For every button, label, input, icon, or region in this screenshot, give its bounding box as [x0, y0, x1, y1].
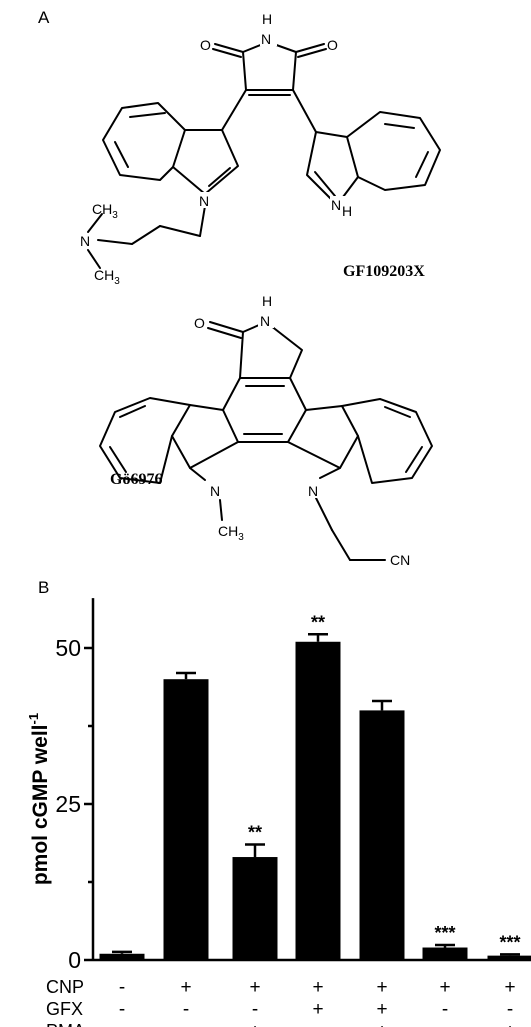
- treatment-sign: +: [180, 977, 191, 998]
- significance-7: ***: [499, 932, 520, 952]
- treatment-sign: +: [249, 977, 260, 998]
- treatment-sign: -: [119, 999, 125, 1020]
- significance-4: **: [311, 612, 325, 632]
- atom-o-left: O: [200, 37, 211, 53]
- panel-a-label: A: [38, 8, 50, 27]
- go6976-structure: O N H N N CH3 CN: [99, 293, 433, 568]
- significance-3: **: [248, 823, 262, 843]
- atom-h-lactam: H: [262, 293, 272, 309]
- bar-3: [232, 857, 278, 960]
- treatment-sign: -: [442, 1021, 448, 1027]
- significance-6: ***: [434, 923, 455, 943]
- atom-cn: CN: [390, 552, 410, 568]
- treatment-sign: +: [504, 1021, 515, 1027]
- treatment-label-1: CNP: [46, 977, 84, 997]
- y-axis-label: pmol cGMP well-1: [26, 713, 52, 885]
- atom-h-maleimide: H: [262, 11, 272, 27]
- treatment-sign: -: [252, 999, 258, 1020]
- treatment-sign: +: [376, 999, 387, 1020]
- bar-2: [163, 679, 209, 960]
- treatment-sign: +: [312, 999, 323, 1020]
- bar-5: [359, 710, 405, 960]
- y-tick-label-0: 0: [68, 947, 81, 973]
- treatment-sign: -: [119, 977, 125, 998]
- molecule-1-name: GF109203X: [343, 263, 425, 280]
- treatment-label-3: PMA: [46, 1021, 85, 1027]
- atom-h-indole-right: H: [342, 203, 352, 219]
- gf109203x-structure: N H O O N N H N CH3 CH3: [80, 11, 441, 287]
- panel-b-label: B: [38, 578, 50, 597]
- atom-n-right: N: [308, 483, 318, 499]
- treatment-sign: -: [315, 1021, 321, 1027]
- atom-ch3-top: CH3: [92, 201, 118, 221]
- treatment-sign: +: [504, 977, 515, 998]
- treatment-sign: -: [183, 999, 189, 1020]
- treatment-sign: -: [507, 999, 513, 1020]
- atom-ch3-bottom: CH3: [94, 267, 120, 287]
- atom-n-left: N: [210, 483, 220, 499]
- treatment-sign: +: [376, 977, 387, 998]
- atom-n-amine: N: [80, 233, 90, 249]
- atom-ch3-go: CH3: [218, 523, 244, 543]
- atom-o-go: O: [194, 315, 205, 331]
- atom-n-indole-right: N: [331, 197, 341, 213]
- bar-7: [487, 955, 531, 960]
- atom-n-indole-left: N: [199, 193, 209, 209]
- treatment-sign: -: [442, 999, 448, 1020]
- treatment-sign: -: [183, 1021, 189, 1027]
- treatment-sign: +: [312, 977, 323, 998]
- y-tick-label-50: 50: [55, 635, 81, 661]
- treatment-sign: +: [376, 1021, 387, 1027]
- atom-n-lactam: N: [260, 313, 270, 329]
- treatment-label-2: GFX: [46, 999, 83, 1019]
- bar-1: [99, 953, 145, 960]
- treatment-sign: +: [249, 1021, 260, 1027]
- atom-n-maleimide: N: [261, 31, 271, 47]
- treatment-sign: +: [439, 977, 450, 998]
- bar-6: [422, 947, 468, 960]
- y-tick-label-25: 25: [55, 791, 81, 817]
- treatment-sign: -: [119, 1021, 125, 1027]
- bar-4: [295, 641, 341, 960]
- atom-o-right: O: [327, 37, 338, 53]
